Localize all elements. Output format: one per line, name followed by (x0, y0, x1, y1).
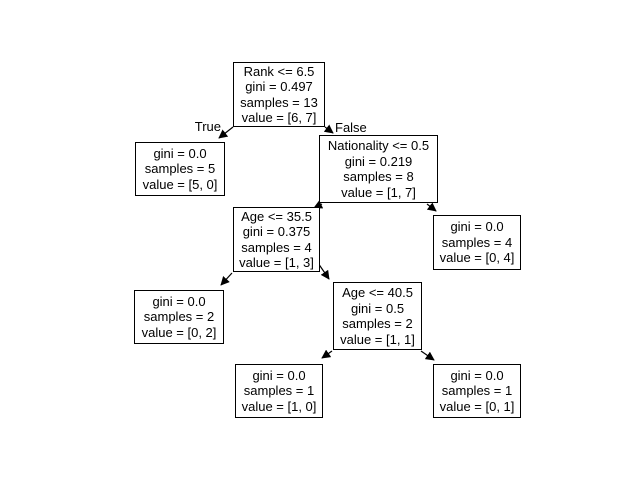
samples-text: samples = 4 (241, 239, 312, 255)
samples-text: samples = 2 (342, 316, 413, 331)
tree-node-leaf-0-1: gini = 0.0 samples = 1 value = [0, 1] (433, 364, 521, 418)
tree-node-leaf-0-2: gini = 0.0 samples = 2 value = [0, 2] (134, 290, 224, 344)
samples-text: samples = 13 (240, 94, 318, 110)
value-text: value = [0, 2] (141, 324, 217, 340)
tree-node-age-35-split: Age <= 35.5 gini = 0.375 samples = 4 val… (233, 207, 320, 272)
value-text: value = [1, 7] (341, 184, 416, 200)
gini-text: gini = 0.0 (252, 367, 306, 383)
tree-node-leaf-true: gini = 0.0 samples = 5 value = [5, 0] (135, 142, 225, 196)
tree-node-age-40-split: Age <= 40.5 gini = 0.5 samples = 2 value… (333, 282, 422, 350)
gini-text: gini = 0.219 (344, 153, 413, 169)
tree-node-leaf-1-0: gini = 0.0 samples = 1 value = [1, 0] (235, 364, 323, 418)
tree-edge-nationality-right (426, 202, 437, 212)
value-text: value = [0, 4] (439, 250, 515, 266)
edge-label-true: True (194, 119, 221, 134)
tree-edge-age40-right (420, 350, 435, 361)
value-text: value = [0, 1] (439, 398, 515, 414)
split-condition-text: Rank <= 6.5 (243, 63, 315, 79)
split-condition-text: Nationality <= 0.5 (327, 138, 430, 153)
gini-text: gini = 0.0 (153, 145, 207, 161)
gini-text: gini = 0.0 (450, 367, 504, 383)
tree-edge-age40-left (321, 349, 333, 359)
edge-label-false: False (335, 120, 367, 135)
value-text: value = [5, 0] (142, 176, 218, 192)
gini-text: gini = 0.5 (350, 300, 405, 316)
samples-text: samples = 8 (343, 169, 414, 184)
value-text: value = [6, 7] (241, 110, 317, 125)
tree-edge-root-false (323, 124, 334, 134)
split-condition-text: Age <= 35.5 (241, 208, 312, 224)
tree-node-nationality-split: Nationality <= 0.5 gini = 0.219 samples … (319, 135, 438, 203)
value-text: value = [1, 1] (340, 331, 415, 347)
gini-text: gini = 0.375 (242, 224, 311, 239)
samples-text: samples = 1 (441, 383, 513, 399)
samples-text: samples = 5 (144, 161, 216, 177)
tree-node-root-rank-split: Rank <= 6.5 gini = 0.497 samples = 13 va… (233, 62, 325, 127)
tree-edge-age35-left (220, 272, 233, 286)
samples-text: samples = 2 (143, 309, 215, 325)
tree-node-leaf-0-4: gini = 0.0 samples = 4 value = [0, 4] (433, 215, 521, 270)
value-text: value = [1, 3] (239, 255, 314, 270)
value-text: value = [1, 0] (241, 398, 317, 414)
samples-text: samples = 1 (243, 383, 315, 399)
samples-text: samples = 4 (441, 234, 513, 250)
gini-text: gini = 0.0 (450, 219, 504, 235)
split-condition-text: Age <= 40.5 (342, 285, 413, 300)
tree-edge-root-true (218, 126, 234, 139)
gini-text: gini = 0.0 (152, 293, 206, 309)
gini-text: gini = 0.497 (245, 79, 313, 94)
